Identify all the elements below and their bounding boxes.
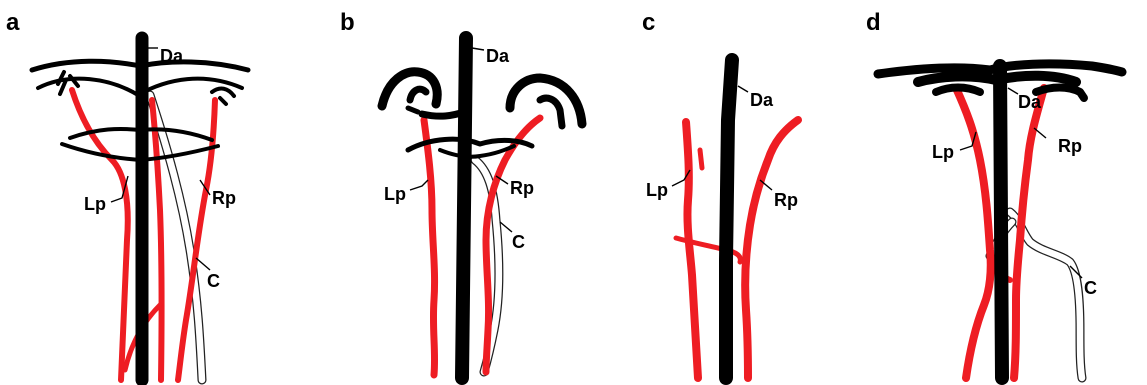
panel-b-label-lp: Lp — [384, 184, 406, 204]
panel-c-dorsal-aorta — [726, 60, 732, 378]
panel-d-label-rp: Rp — [1058, 136, 1082, 156]
panel-a-label-c: C — [207, 271, 220, 291]
panel-a-letter: a — [6, 9, 20, 36]
panel-a-label-rp: Rp — [212, 188, 236, 208]
panel-c-letter: c — [642, 9, 655, 36]
panel-d: d Da Lp Rp C — [866, 9, 1122, 378]
panel-d-letter: d — [866, 9, 881, 36]
panel-b-label-rp: Rp — [510, 178, 534, 198]
panel-b-label-da: Da — [486, 46, 510, 66]
panel-d-label-lp: Lp — [932, 142, 954, 162]
panel-d-label-c: C — [1084, 278, 1097, 298]
panel-a-label-da: Da — [160, 46, 184, 66]
panel-c: c Da Lp Rp — [642, 9, 798, 378]
panel-c-label-rp: Rp — [774, 190, 798, 210]
panel-c-label-lp: Lp — [646, 180, 668, 200]
panel-c-label-da: Da — [750, 90, 774, 110]
panel-d-label-da: Da — [1018, 92, 1042, 112]
panel-c-arteries — [676, 120, 798, 378]
panel-b-label-c: C — [512, 232, 525, 252]
panel-b-dorsal-aorta — [462, 38, 466, 378]
panel-b: b Da Lp Rp C — [340, 9, 582, 378]
panel-b-aortic-arches — [382, 72, 582, 157]
panel-b-letter: b — [340, 9, 355, 36]
panel-a-label-lp: Lp — [84, 194, 106, 214]
panel-d-dorsal-aorta — [1000, 66, 1002, 378]
panel-a: a Da Lp — [6, 9, 248, 380]
